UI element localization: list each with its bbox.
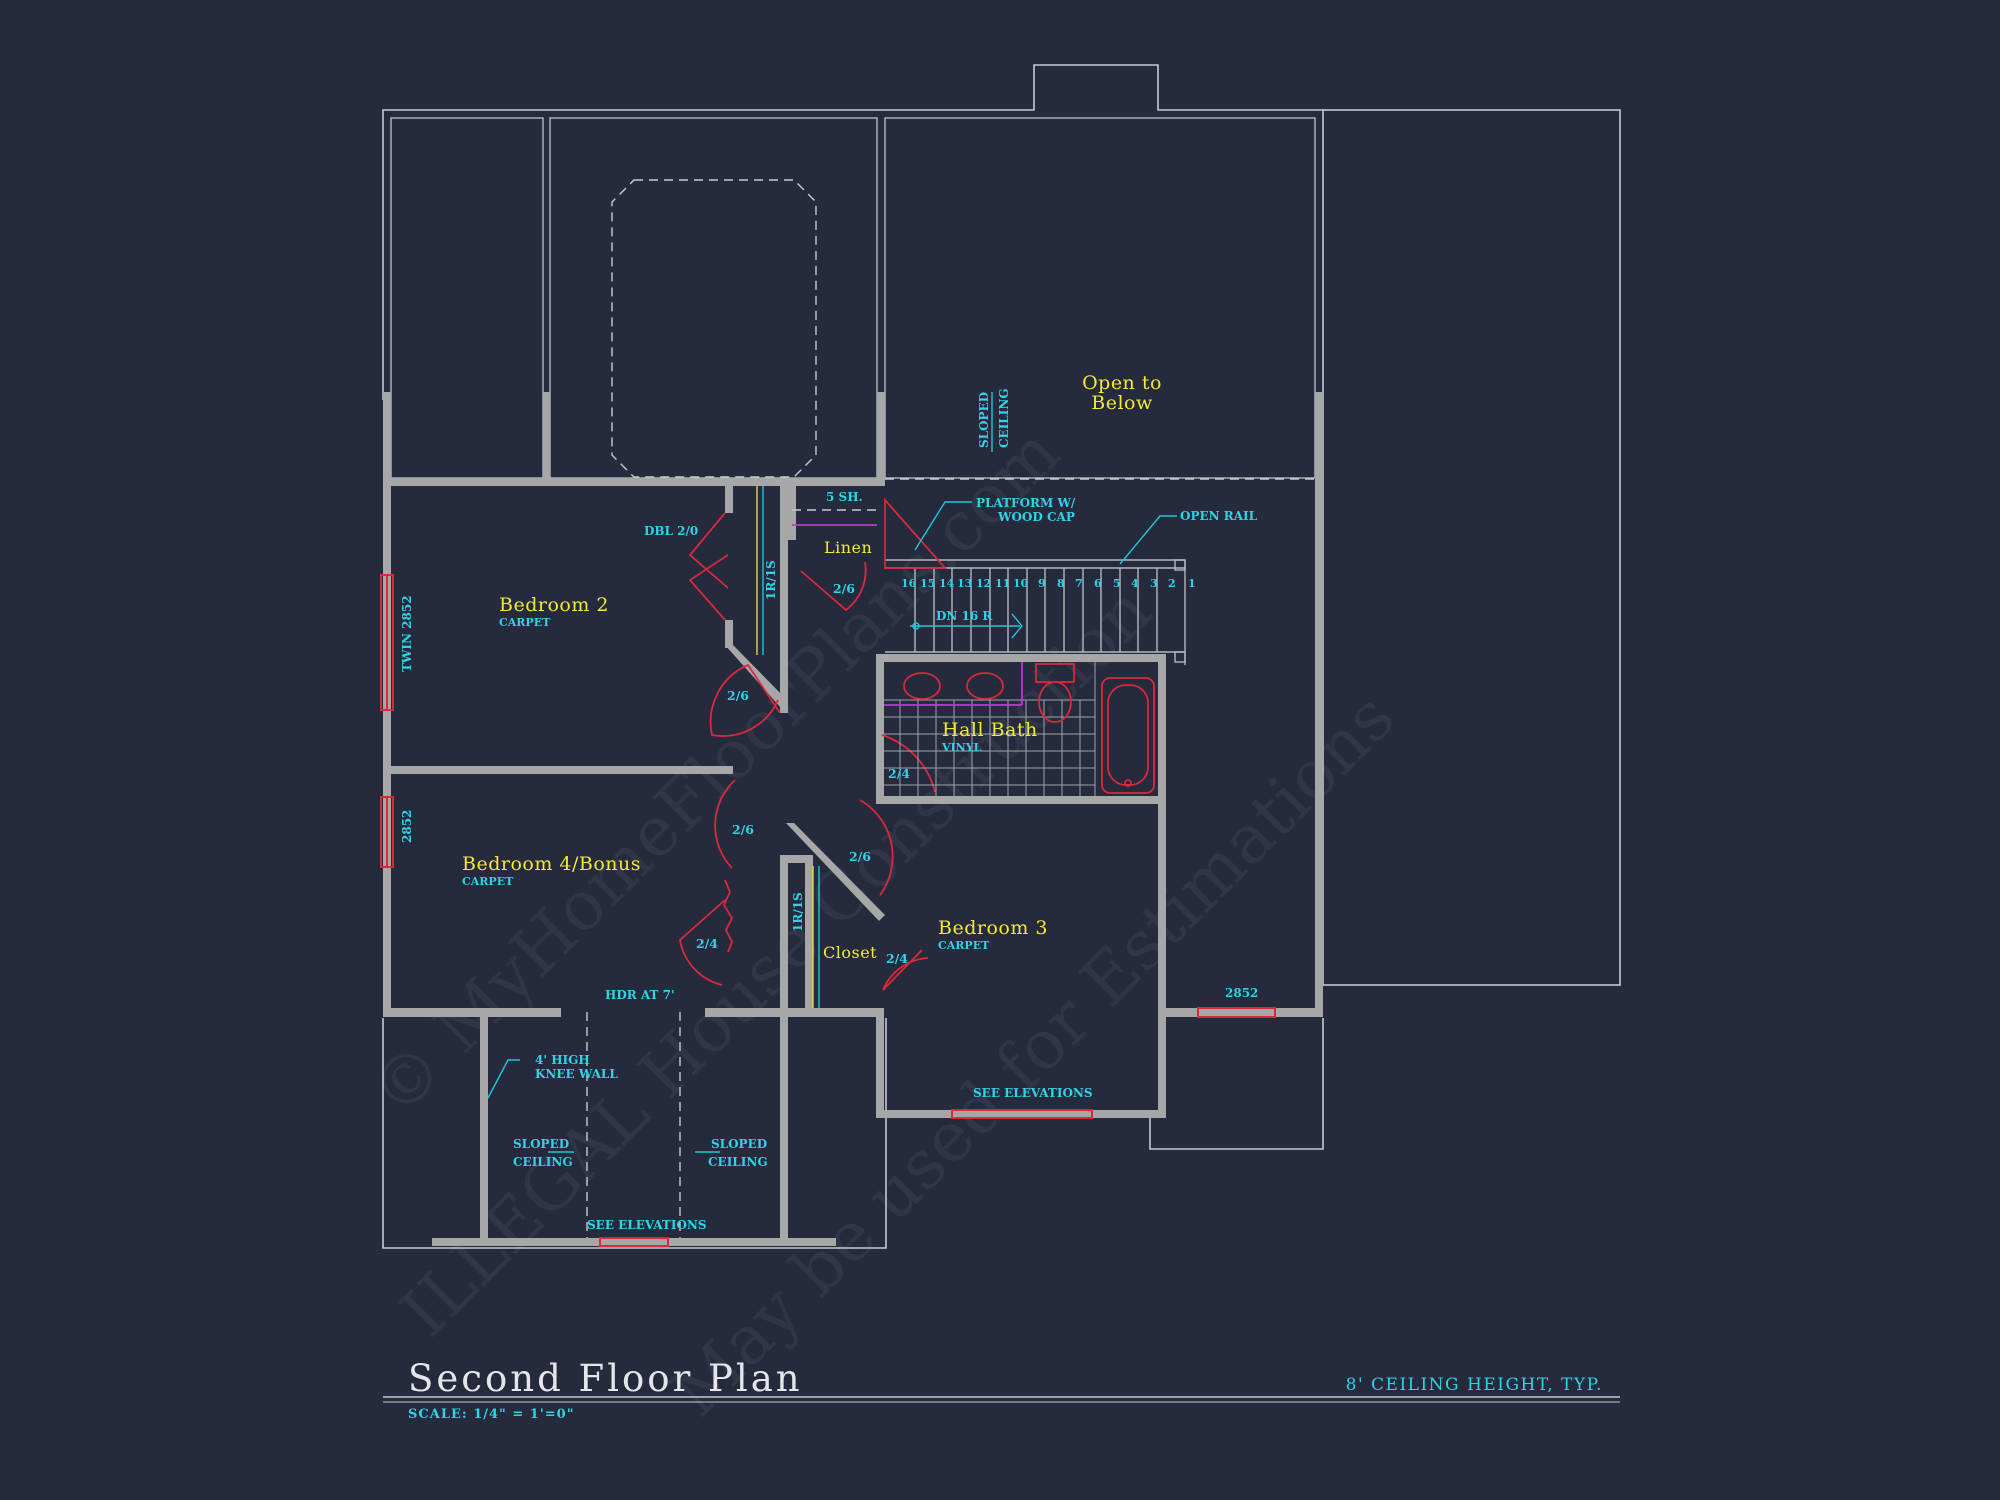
- stair-number: 11: [995, 577, 1010, 590]
- stair-number: 5: [1113, 577, 1121, 590]
- stair-numbers: 16 15 14 13 12 11 10 9 8 7 6 5 4 3 2 1: [901, 577, 1196, 590]
- door-label-bedroom-3: 2/6: [849, 849, 871, 864]
- bathtub: [1101, 677, 1155, 794]
- windows: [380, 574, 1276, 1247]
- stair-number: 10: [1013, 577, 1029, 590]
- note-sloped-ceiling-v2: CEILING: [997, 388, 1011, 448]
- stairs: [884, 497, 1186, 665]
- note-platform-line-2: WOOD CAP: [997, 510, 1075, 524]
- stair-number: 7: [1075, 577, 1083, 590]
- watermark-line-3: May be used for Estimations: [656, 678, 1410, 1432]
- leader-lines: [487, 392, 1177, 1153]
- note-stair-down: DN 16 R: [936, 609, 993, 623]
- ceiling-height-note: 8' CEILING HEIGHT, TYP.: [1346, 1375, 1603, 1395]
- room-labels: Bedroom 2 CARPET Bedroom 4/Bonus CARPET …: [462, 372, 1162, 962]
- window-labels: TWIN 2852 2852 2852: [400, 595, 1258, 1000]
- closet-rods: [756, 486, 877, 1008]
- note-sloped-right-line-1: SLOPED: [711, 1137, 767, 1151]
- sink: [966, 672, 1004, 700]
- note-shelf: 5 SH.: [826, 490, 863, 504]
- note-open-rail: OPEN RAIL: [1180, 509, 1258, 523]
- stair-number: 8: [1057, 577, 1065, 590]
- stair-number: 14: [939, 577, 955, 590]
- room-name-closet: Closet: [823, 943, 877, 962]
- watermark: © MyHomeFloorPlans.com ILLEGAL House Con…: [356, 413, 1410, 1432]
- window-label-twin: TWIN 2852: [400, 595, 414, 672]
- note-platform-line-1: PLATFORM W/: [976, 496, 1076, 510]
- note-sloped-ceiling-v1: SLOPED: [977, 392, 991, 448]
- room-floor-bedroom-3: CARPET: [938, 939, 990, 952]
- stair-number: 6: [1094, 577, 1102, 590]
- note-knee-wall-line-2: KNEE WALL: [535, 1067, 618, 1081]
- sink: [903, 672, 941, 700]
- stair-number: 9: [1038, 577, 1046, 590]
- room-floor-bedroom-2: CARPET: [499, 616, 551, 629]
- stair-number: 2: [1168, 577, 1176, 590]
- note-hdr: HDR AT 7': [605, 988, 675, 1002]
- room-floor-bedroom-4: CARPET: [462, 875, 514, 888]
- room-name-hall-bath: Hall Bath: [942, 719, 1038, 741]
- note-sloped-left-line-2: CEILING: [513, 1155, 573, 1169]
- door-label-closet: 2/4: [886, 951, 908, 966]
- door-label-linen: 2/6: [833, 581, 855, 596]
- stair-number: 3: [1150, 577, 1158, 590]
- window-label-left: 2852: [400, 810, 414, 843]
- doors: [679, 512, 936, 991]
- stair-number: 1: [1188, 577, 1196, 590]
- note-sloped-left-line-1: SLOPED: [513, 1137, 569, 1151]
- note-sloped-right-line-2: CEILING: [708, 1155, 768, 1169]
- plan-title: Second Floor Plan: [408, 1357, 803, 1400]
- toilet-bowl: [1038, 681, 1072, 723]
- bath-fixtures: [884, 662, 1155, 796]
- room-name-bedroom-4: Bedroom 4/Bonus: [462, 853, 641, 875]
- stair-number: 15: [920, 577, 935, 590]
- stair-number: 12: [976, 577, 991, 590]
- room-name-linen: Linen: [824, 538, 872, 557]
- door-label-bedroom-4: 2/6: [732, 822, 754, 837]
- plan-scale: SCALE: 1/4" = 1'=0": [408, 1407, 575, 1422]
- title-block: Second Floor Plan SCALE: 1/4" = 1'=0" 8'…: [383, 1357, 1620, 1422]
- door-label-bedroom-2: 2/6: [727, 688, 749, 703]
- stair-number: 4: [1131, 577, 1139, 590]
- door-label-bedroom-4-closet: 2/4: [696, 936, 718, 951]
- note-dbl-door: DBL 2/0: [644, 524, 698, 538]
- stair-number: 16: [901, 577, 917, 590]
- annotations: DBL 2/0 5 SH. PLATFORM W/ WOOD CAP OPEN …: [513, 388, 1258, 1232]
- roof-outlines: [382, 64, 1621, 1249]
- note-see-elevations-1: SEE ELEVATIONS: [973, 1086, 1093, 1100]
- stair-number: 13: [957, 577, 972, 590]
- open-to-below-line-2: Below: [1091, 392, 1153, 414]
- note-rod-shelf-1: 1R/1S: [764, 560, 778, 600]
- note-see-elevations-2: SEE ELEVATIONS: [587, 1218, 707, 1232]
- door-label-bath: 2/4: [888, 766, 910, 781]
- door-labels: 2/6 2/6 2/6 2/6 2/4 2/4 2/4: [696, 581, 910, 966]
- walls: [383, 392, 1323, 1246]
- room-floor-hall-bath: VINYL: [941, 741, 982, 754]
- room-name-bedroom-3: Bedroom 3: [938, 917, 1048, 939]
- note-knee-wall-line-1: 4' HIGH: [535, 1053, 590, 1067]
- note-rod-shelf-2: 1R/1S: [791, 892, 805, 932]
- open-to-below-line-1: Open to: [1082, 372, 1162, 394]
- window-label-right: 2852: [1225, 986, 1258, 1000]
- room-name-bedroom-2: Bedroom 2: [499, 594, 609, 616]
